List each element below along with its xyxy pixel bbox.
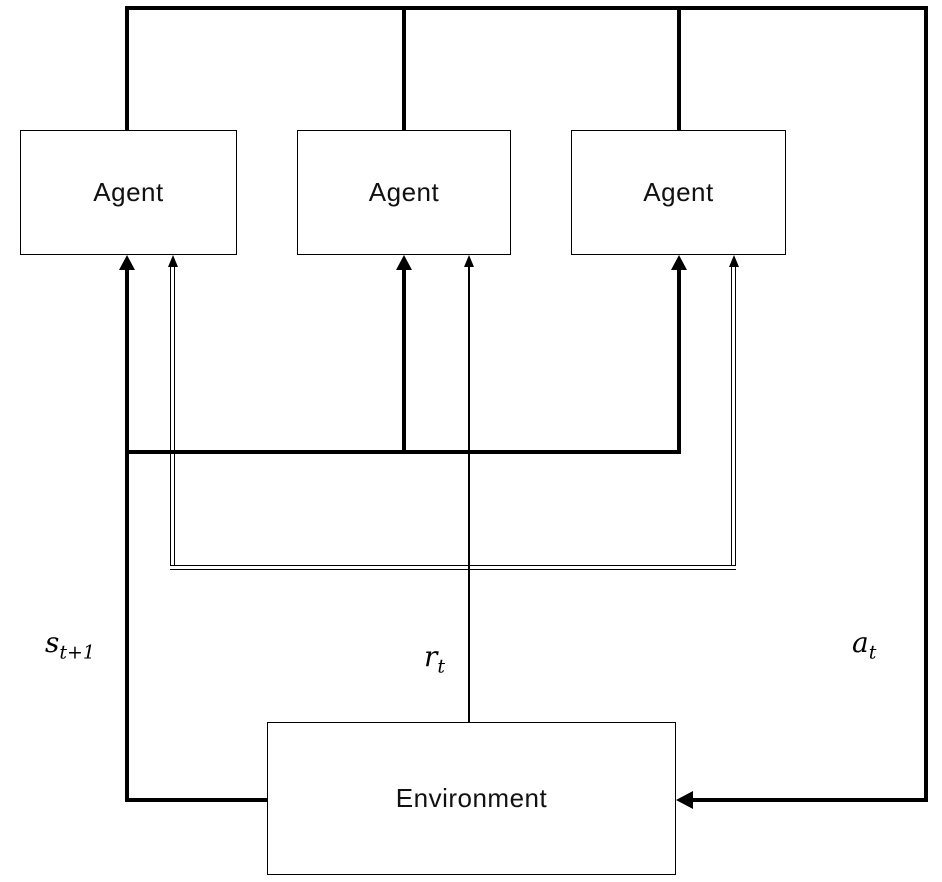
agent-box-3: Agent xyxy=(571,130,786,255)
action-into-environment-line xyxy=(690,798,928,802)
state-label-base: s xyxy=(45,626,60,659)
agent-box-1: Agent xyxy=(20,130,237,255)
agent1-label: Agent xyxy=(93,177,164,207)
reward-label-subscript: t xyxy=(437,655,446,678)
agent2-label: Agent xyxy=(368,177,440,207)
agent2-state-line xyxy=(402,268,406,454)
top-action-bus-line xyxy=(125,6,928,10)
environment-box: Environment xyxy=(267,722,676,875)
action-arrowhead-icon xyxy=(676,791,693,809)
state-env-line xyxy=(125,798,270,802)
agent3-action-line xyxy=(677,8,681,130)
environment-label: Environment xyxy=(395,783,548,813)
state-arrowhead-agent3-icon xyxy=(671,255,687,270)
reward-label-base: r xyxy=(424,640,438,673)
reward-arrowhead-agent1-icon xyxy=(168,255,178,267)
right-action-line xyxy=(924,6,928,802)
agent-box-2: Agent xyxy=(297,130,511,255)
reward-line-agent1 xyxy=(170,266,175,565)
agent3-state-line xyxy=(677,268,681,454)
state-edge-label: st+1 xyxy=(45,626,95,662)
reward-bus-line xyxy=(170,565,736,570)
action-edge-label: at xyxy=(852,626,876,662)
action-label-base: a xyxy=(852,626,869,659)
reward-env-line xyxy=(468,266,470,722)
state-left-line xyxy=(125,268,129,802)
reward-edge-label: rt xyxy=(424,640,445,676)
agent1-action-line xyxy=(125,8,129,130)
reward-arrowhead-agent3-icon xyxy=(729,255,739,267)
state-arrowhead-agent2-icon xyxy=(396,255,412,270)
agent2-action-line xyxy=(402,8,406,130)
reward-line-agent3 xyxy=(731,266,736,565)
state-arrowhead-agent1-icon xyxy=(119,255,135,270)
action-label-subscript: t xyxy=(868,641,877,664)
state-label-subscript: t+1 xyxy=(59,641,96,664)
reward-arrowhead-agent2-icon xyxy=(464,255,474,267)
agent3-label: Agent xyxy=(643,177,714,207)
